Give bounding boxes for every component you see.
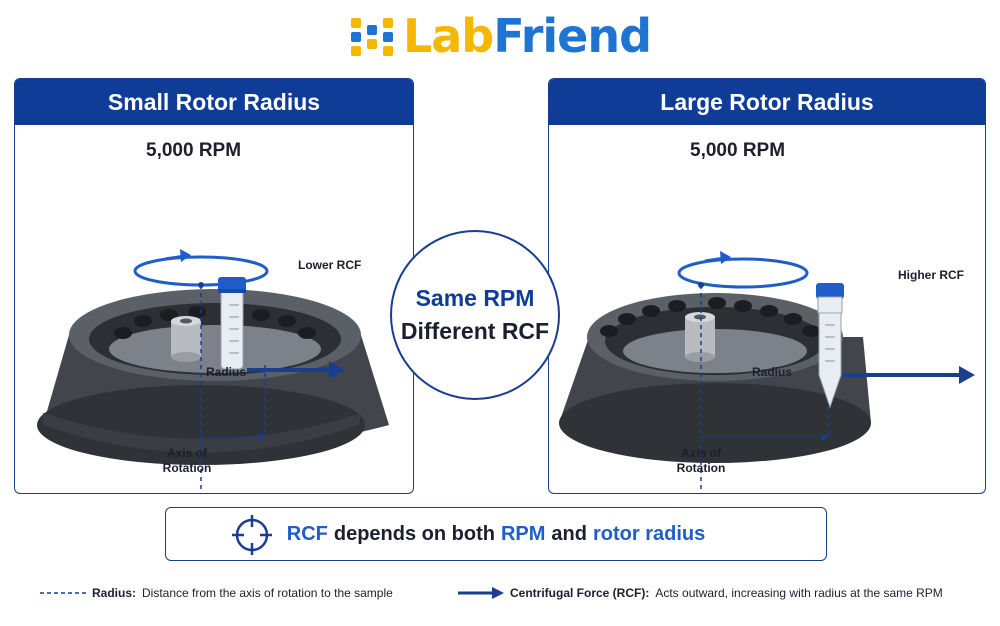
arrow-icon [458, 587, 504, 599]
sample-tube-icon [218, 277, 246, 370]
summary-rpm: RPM [500, 522, 546, 545]
right-rpm-label: 5,000 RPM [690, 140, 786, 161]
right-radius-label: Radius [752, 365, 793, 379]
rotation-arrow-icon [677, 251, 809, 289]
rotor-body [37, 289, 389, 465]
panel-title: Small Rotor Radius [15, 79, 413, 125]
summary-text: depends on both [333, 522, 495, 545]
force-arrow-icon [247, 361, 345, 379]
summary-rcf: RCF [286, 522, 328, 545]
logo-wordmark: LabFriend [402, 9, 652, 63]
dashed-line-icon [40, 592, 86, 594]
legend-radius: Radius:Distance from the axis of rotatio… [40, 586, 393, 600]
large-rotor-illustration [559, 251, 975, 493]
left-rpm-label: 5,000 RPM [146, 140, 242, 161]
panel-title: Large Rotor Radius [549, 79, 985, 125]
legend-force: Centrifugal Force (RCF):Acts outward, in… [458, 586, 943, 600]
same-rpm-text: Same RPM [415, 285, 535, 311]
lower-rcf-label: Lower RCF [298, 258, 362, 272]
different-rcf-text: Different RCF [400, 318, 550, 344]
rotation-arrow-icon [133, 249, 269, 287]
radius-indicator [201, 365, 266, 441]
higher-rcf-label: Higher RCF [898, 268, 964, 282]
logo-mark-icon [350, 18, 393, 56]
left-radius-label: Radius [206, 365, 247, 379]
small-rotor-illustration [37, 249, 389, 493]
small-rotor-panel: Small Rotor Radius [14, 78, 414, 494]
summary-and: and [551, 522, 587, 545]
sample-tube-icon [816, 283, 844, 409]
large-rotor-panel: Large Rotor Radius [548, 78, 986, 494]
summary-box: RCF depends on both RPM and rotor radius [165, 507, 827, 561]
force-arrow-icon [843, 366, 975, 384]
comparison-badge: Same RPM Different RCF [390, 230, 560, 400]
rotor-body [559, 293, 871, 463]
labfriend-logo: LabFriend [0, 4, 1000, 68]
target-icon [232, 515, 272, 555]
summary-rotor-radius: rotor radius [592, 522, 706, 545]
